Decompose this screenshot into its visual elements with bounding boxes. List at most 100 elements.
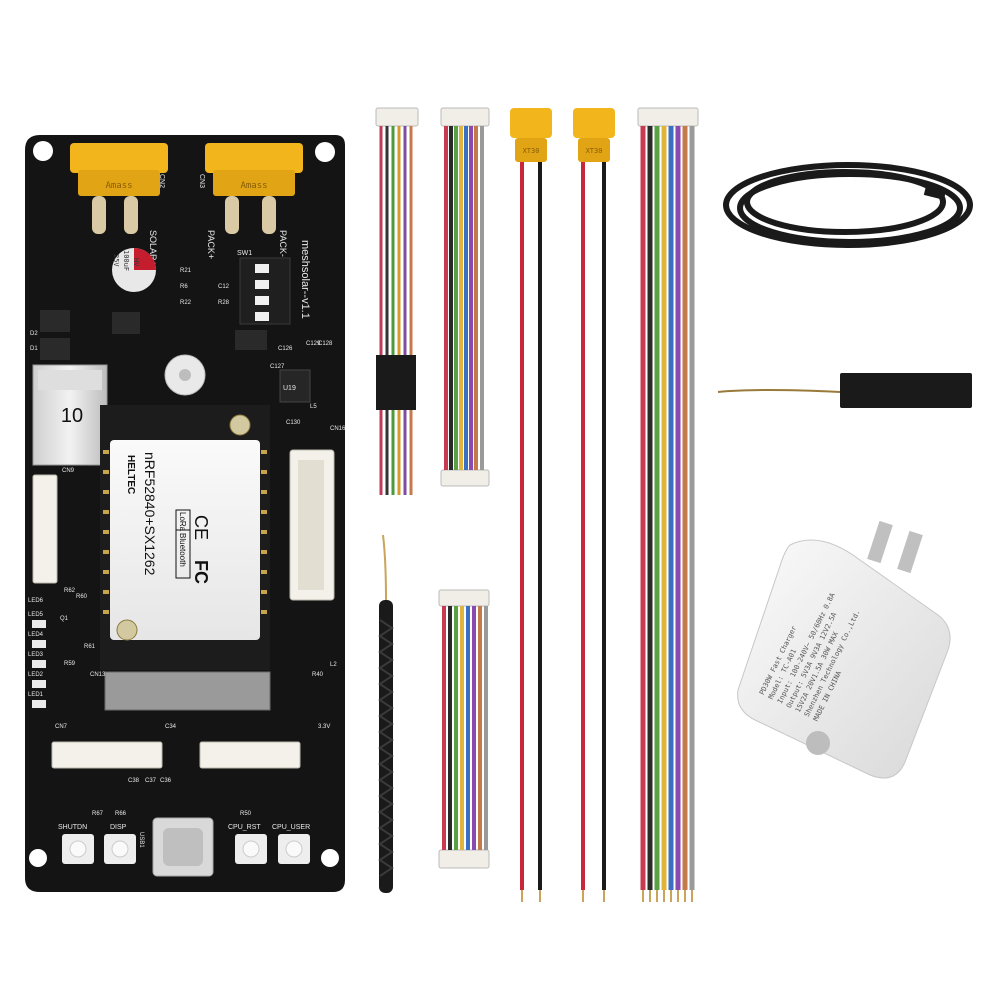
usb-c-port: USB1 (138, 817, 214, 877)
sw1-label: SW1 (237, 250, 252, 257)
jst-connector-bottom-left (51, 741, 163, 769)
jst-connector-left (32, 474, 58, 584)
cap-line3: 25V (112, 254, 120, 267)
inductor (112, 312, 140, 334)
ref-d1: D1 (30, 346, 38, 352)
ref-c128: C128 (318, 341, 333, 347)
button-disp[interactable]: DISP (104, 824, 136, 864)
label-cn9: CN9 (62, 468, 75, 474)
button-cpu-user-label: CPU_USER (272, 824, 310, 831)
xt-connector-solar: Amass (70, 143, 168, 234)
spring-antenna (378, 534, 394, 893)
ref-r67: R67 (92, 811, 104, 817)
label-led3: LED3 (28, 652, 44, 658)
label-led2: LED2 (28, 672, 44, 678)
pack-minus-label: PACK- (278, 230, 288, 257)
ref-r22: R22 (180, 300, 192, 306)
ref-c127: C127 (270, 364, 285, 370)
battery-holder: 10 (32, 364, 108, 466)
cable-harness-2 (440, 107, 490, 487)
jst-connector-bottom-right (199, 741, 301, 769)
screw (164, 354, 206, 396)
led-column (32, 620, 46, 708)
usb-label: USB1 (138, 832, 144, 848)
label-led1: LED1 (28, 692, 44, 698)
xt30-label: XT30 (586, 147, 603, 155)
mounting-hole (29, 849, 47, 867)
cap-line2: 100uF (122, 250, 130, 271)
button-cpu-rst[interactable]: CPU_RST (228, 824, 267, 864)
ref-d2: D2 (30, 331, 38, 337)
usb-charger: PD30W Fast Charger Model: TC-A01 Input: … (737, 520, 951, 779)
board-title: meshsolar--v1.1 (299, 240, 311, 319)
cn2-label: CN2 (158, 174, 165, 188)
cable-harness-1 (375, 107, 419, 495)
dip-switch: SW1 (237, 250, 291, 325)
chip-u19 (279, 369, 311, 403)
xt30-pigtail-2: XT30 (573, 108, 615, 902)
ref-r21: R21 (180, 268, 192, 274)
xt30-pigtail-1: XT30 (510, 108, 552, 902)
module-name: nRF52840+SX1262 (142, 452, 158, 576)
button-shutdn[interactable]: SHUTDN (58, 824, 94, 864)
ref-c34: C34 (165, 724, 177, 730)
inductor (40, 338, 70, 360)
ref-cn16: CN16 (330, 426, 346, 432)
ref-c126: C126 (278, 346, 293, 352)
amass-label: Amass (240, 181, 267, 191)
amass-label: Amass (105, 181, 132, 191)
ref-r40: R40 (312, 672, 324, 678)
ref-c38: C38 (128, 778, 140, 784)
ref-q1: Q1 (60, 616, 69, 622)
ref-r60: R60 (76, 594, 88, 600)
ref-c37: C37 (145, 778, 157, 784)
cable-harness-long (637, 107, 699, 902)
fc-mark: FC (191, 560, 211, 584)
mounting-hole (33, 141, 53, 161)
ufl-connector (229, 414, 251, 436)
capacitor: HV 100uF 25V (112, 248, 156, 292)
chip-label: U19 (283, 385, 296, 392)
ref-c12: C12 (218, 284, 230, 290)
cap-line1: HV (132, 258, 140, 267)
button-shutdn-label: SHUTDN (58, 824, 87, 831)
bluetooth-badge: Bluetooth (178, 533, 187, 567)
usb-cable (723, 162, 973, 248)
ce-mark: CE (191, 515, 211, 540)
label-cn7: CN7 (55, 724, 68, 730)
ref-c36: C36 (160, 778, 172, 784)
ufl-connector (116, 619, 138, 641)
pack-label: PACK+ (206, 230, 216, 259)
button-cpu-user[interactable]: CPU_USER (272, 824, 310, 864)
ref-r66: R66 (115, 811, 127, 817)
xt30-label: XT30 (523, 147, 540, 155)
module-brand: HELTEC (125, 455, 136, 494)
xt-connector-pack: Amass (205, 143, 303, 234)
mounting-hole (315, 142, 335, 162)
ref-3v3: 3.3V (318, 724, 330, 730)
label-led6: LED6 (28, 598, 44, 604)
solar-label: SOLAR+ (148, 230, 158, 266)
button-cpu-rst-label: CPU_RST (228, 824, 261, 831)
heltec-module: HELTEC nRF52840+SX1262 Bluetooth LoRa FC… (100, 405, 270, 670)
mounting-hole (321, 849, 339, 867)
m2-slot (104, 671, 271, 711)
lora-badge: LoRa (178, 512, 187, 532)
battery-tag: 10 (61, 405, 83, 427)
ref-r62: R62 (64, 588, 76, 594)
pcb-antenna (717, 373, 972, 408)
ref-r28: R28 (218, 300, 230, 306)
ref-c129: C129 (306, 341, 321, 347)
inductor (235, 330, 267, 350)
ref-cn13: CN13 (90, 672, 106, 678)
jst-connector-right (289, 449, 335, 601)
ref-r61: R61 (84, 644, 96, 650)
button-disp-label: DISP (110, 824, 127, 831)
label-led5: LED5 (28, 612, 44, 618)
cn3-label: CN3 (198, 174, 205, 188)
meshsolar-board: Amass Amass SOLAR+ PACK- PACK+ CN2 CN3 m… (25, 135, 346, 892)
label-led4: LED4 (28, 632, 44, 638)
ref-r6: R6 (180, 284, 188, 290)
ref-l5: L5 (310, 404, 317, 410)
